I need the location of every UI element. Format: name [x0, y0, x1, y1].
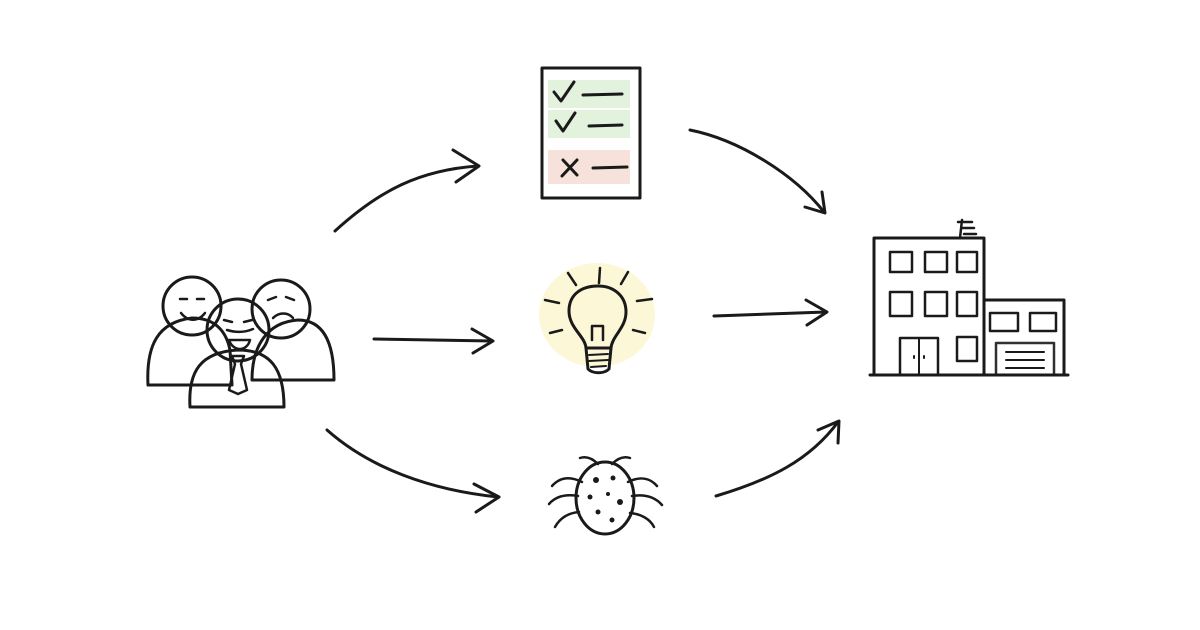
person-left-face [163, 277, 221, 335]
person-right-body [252, 320, 334, 380]
checklist-icon [542, 68, 640, 198]
bug-icon [549, 457, 662, 534]
arrow-team-to-idea [374, 329, 493, 353]
lightbulb-icon [539, 263, 655, 373]
arrow-team-to-checklist [335, 150, 479, 231]
arrow-idea-to-company [714, 300, 827, 325]
arrow-team-to-bug [327, 430, 499, 512]
people-group-icon [148, 277, 334, 407]
arrow-bug-to-company [716, 421, 839, 496]
bug-body [576, 462, 634, 534]
arrow-checklist-to-company [690, 130, 825, 213]
office-building-icon [870, 220, 1068, 375]
